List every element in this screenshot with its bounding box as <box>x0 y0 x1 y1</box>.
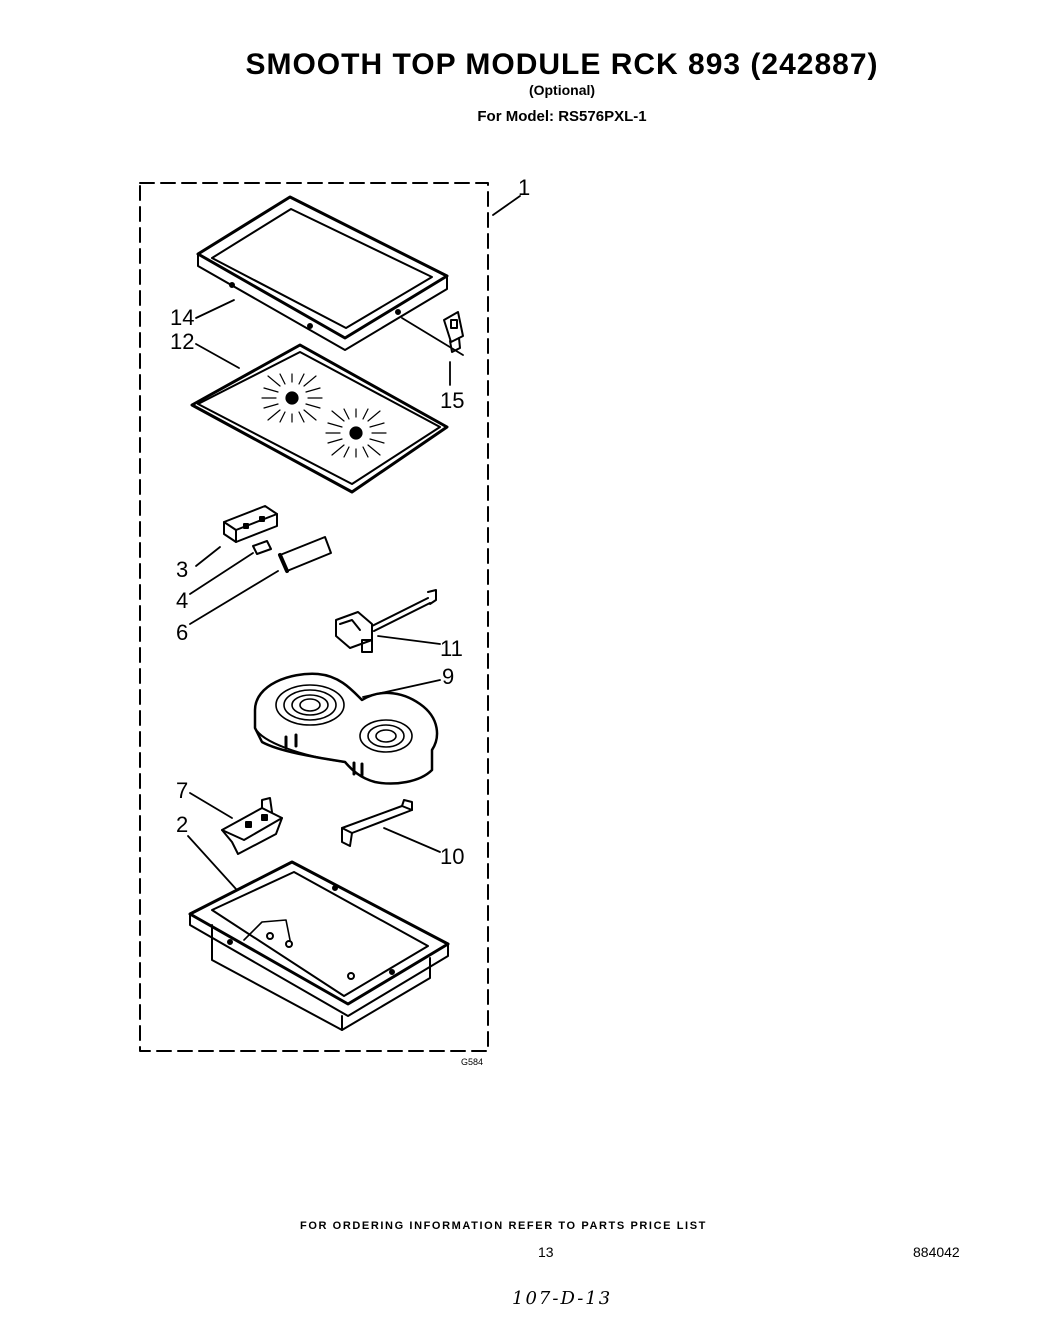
part-9-element-base <box>253 672 439 785</box>
callout-14: 14 <box>170 305 194 330</box>
page-number: 13 <box>538 1244 554 1260</box>
leader-10 <box>383 827 441 853</box>
page-title: SMOOTH TOP MODULE RCK 893 (242887) <box>245 48 879 81</box>
part-10-channel <box>341 799 413 847</box>
optional-note: (Optional) <box>528 82 596 98</box>
leader-lines <box>187 195 521 890</box>
callout-2: 2 <box>176 812 188 837</box>
callout-9: 9 <box>442 664 454 689</box>
callout-7: 7 <box>176 778 188 803</box>
part-14-frame <box>196 195 449 351</box>
leader-6 <box>189 570 279 625</box>
callout-6: 6 <box>176 620 188 645</box>
coil-large <box>275 684 345 726</box>
callout-1: 1 <box>518 175 530 200</box>
figure-id: G584 <box>461 1057 483 1067</box>
handwritten-note: 107-D-13 <box>512 1288 613 1309</box>
part-6-lens <box>278 536 332 573</box>
part-7-bracket <box>221 797 283 855</box>
leader-2 <box>187 835 237 890</box>
leader-12 <box>195 343 240 369</box>
ordering-note: FOR ORDERING INFORMATION REFER TO PARTS … <box>300 1220 707 1232</box>
radiant-element-left <box>261 373 323 423</box>
radiant-element-right <box>325 408 387 458</box>
leader-14 <box>195 299 235 319</box>
leader-15b <box>401 317 464 356</box>
part-4-pin <box>252 540 272 555</box>
callout-10: 10 <box>440 844 464 869</box>
leader-7 <box>189 792 233 819</box>
leader-3 <box>195 546 221 567</box>
leader-11 <box>377 635 441 645</box>
assembly-boundary <box>139 182 489 1052</box>
callout-4: 4 <box>176 588 188 613</box>
callout-3: 3 <box>176 557 188 582</box>
part-11-control <box>335 589 437 653</box>
callout-12: 12 <box>170 329 194 354</box>
model-line: For Model: RS576PXL-1 <box>477 108 647 125</box>
part-12-glass-top <box>190 343 449 494</box>
leader-4 <box>189 552 254 595</box>
callout-15: 15 <box>440 388 464 413</box>
part-3-switch-housing <box>223 505 278 543</box>
document-number: 884042 <box>913 1244 960 1260</box>
leader-1 <box>492 195 521 216</box>
coil-small <box>359 719 413 753</box>
callout-11: 11 <box>440 636 463 661</box>
part-2-box <box>188 860 450 1031</box>
leader-9 <box>362 679 441 698</box>
